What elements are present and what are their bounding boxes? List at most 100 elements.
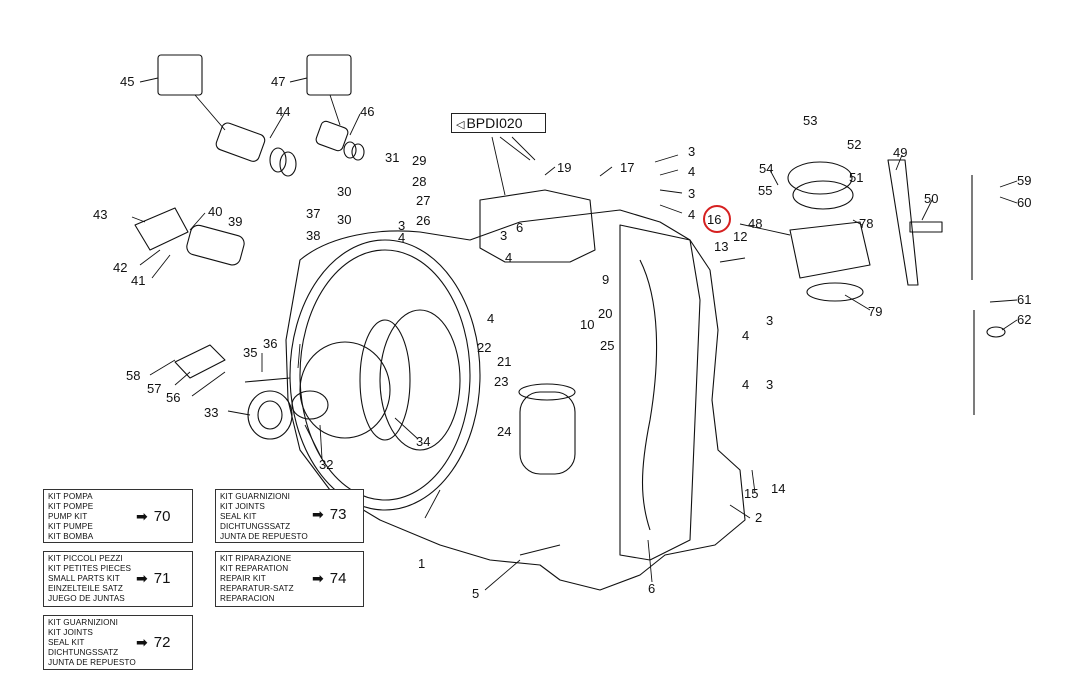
svg-text:41: 41 — [131, 273, 145, 288]
svg-text:45: 45 — [120, 74, 134, 89]
arrow-right-icon: ➡ — [136, 570, 148, 586]
highlighted-part-number[interactable]: 16 — [707, 212, 721, 227]
reference-callout: ◁BPDI020 — [451, 113, 546, 133]
svg-text:53: 53 — [803, 113, 817, 128]
svg-text:3: 3 — [766, 313, 773, 328]
svg-text:6: 6 — [516, 220, 523, 235]
svg-text:4: 4 — [688, 207, 695, 222]
svg-text:33: 33 — [204, 405, 218, 420]
triangle-flag-icon: ◁ — [456, 119, 465, 131]
svg-text:1: 1 — [418, 556, 425, 571]
svg-text:37: 37 — [306, 206, 320, 221]
svg-text:43: 43 — [93, 207, 107, 222]
svg-text:48: 48 — [748, 216, 762, 231]
svg-text:4: 4 — [742, 328, 749, 343]
svg-text:13: 13 — [714, 239, 728, 254]
arrow-right-icon: ➡ — [136, 508, 148, 524]
valve-block — [479, 189, 596, 263]
svg-text:44: 44 — [276, 104, 290, 119]
oil-filter — [519, 391, 576, 475]
svg-text:3: 3 — [766, 377, 773, 392]
svg-text:30: 30 — [337, 184, 351, 199]
svg-text:4: 4 — [398, 230, 405, 245]
svg-text:24: 24 — [497, 424, 511, 439]
svg-text:34: 34 — [416, 434, 430, 449]
svg-text:29: 29 — [412, 153, 426, 168]
svg-text:78: 78 — [859, 216, 873, 231]
svg-text:56: 56 — [166, 390, 180, 405]
svg-text:26: 26 — [416, 213, 430, 228]
kit-number: 72 — [153, 634, 171, 651]
svg-text:10: 10 — [580, 317, 594, 332]
svg-text:58: 58 — [126, 368, 140, 383]
svg-text:4: 4 — [505, 250, 512, 265]
kit-number: 73 — [329, 506, 347, 523]
svg-text:20: 20 — [598, 306, 612, 321]
pump-body — [299, 341, 391, 439]
svg-text:50: 50 — [924, 191, 938, 206]
svg-text:61: 61 — [1017, 292, 1031, 307]
bell-housing-flange — [289, 239, 481, 511]
svg-text:30: 30 — [337, 212, 351, 227]
svg-text:79: 79 — [868, 304, 882, 319]
svg-text:25: 25 — [600, 338, 614, 353]
svg-text:6: 6 — [648, 581, 655, 596]
svg-text:22: 22 — [477, 340, 491, 355]
svg-text:4: 4 — [487, 311, 494, 326]
svg-text:3: 3 — [398, 218, 405, 233]
callout-ref: BPDI020 — [466, 115, 523, 131]
svg-text:12: 12 — [733, 229, 747, 244]
arrow-right-icon: ➡ — [312, 506, 324, 522]
svg-text:57: 57 — [147, 381, 161, 396]
svg-text:21: 21 — [497, 354, 511, 369]
svg-text:27: 27 — [416, 193, 430, 208]
svg-text:39: 39 — [228, 214, 242, 229]
svg-text:28: 28 — [412, 174, 426, 189]
svg-text:59: 59 — [1017, 173, 1031, 188]
svg-text:14: 14 — [771, 481, 785, 496]
svg-text:38: 38 — [306, 228, 320, 243]
arrow-right-icon: ➡ — [312, 570, 324, 586]
transmission-housing — [285, 209, 746, 591]
svg-text:47: 47 — [271, 74, 285, 89]
kit-number: 74 — [329, 570, 347, 587]
svg-text:49: 49 — [893, 145, 907, 160]
svg-text:54: 54 — [759, 161, 773, 176]
svg-text:62: 62 — [1017, 312, 1031, 327]
svg-text:3: 3 — [688, 186, 695, 201]
svg-text:4: 4 — [688, 164, 695, 179]
svg-text:2: 2 — [755, 510, 762, 525]
svg-text:51: 51 — [849, 170, 863, 185]
svg-text:42: 42 — [113, 260, 127, 275]
svg-text:60: 60 — [1017, 195, 1031, 210]
svg-text:17: 17 — [620, 160, 634, 175]
svg-text:4: 4 — [742, 377, 749, 392]
svg-text:23: 23 — [494, 374, 508, 389]
svg-text:31: 31 — [385, 150, 399, 165]
kit-number: 70 — [153, 508, 171, 525]
kit-number: 71 — [153, 570, 171, 587]
highlight-circle — [703, 205, 731, 233]
pump-seal — [247, 390, 293, 440]
arrow-right-icon: ➡ — [136, 634, 148, 650]
svg-text:5: 5 — [472, 586, 479, 601]
svg-text:35: 35 — [243, 345, 257, 360]
svg-text:36: 36 — [263, 336, 277, 351]
svg-text:3: 3 — [688, 144, 695, 159]
svg-text:9: 9 — [602, 272, 609, 287]
coupler-block — [789, 221, 871, 279]
svg-text:3: 3 — [500, 228, 507, 243]
svg-text:52: 52 — [847, 137, 861, 152]
svg-text:40: 40 — [208, 204, 222, 219]
svg-text:19: 19 — [557, 160, 571, 175]
svg-text:55: 55 — [758, 183, 772, 198]
svg-text:15: 15 — [744, 486, 758, 501]
svg-text:32: 32 — [319, 457, 333, 472]
